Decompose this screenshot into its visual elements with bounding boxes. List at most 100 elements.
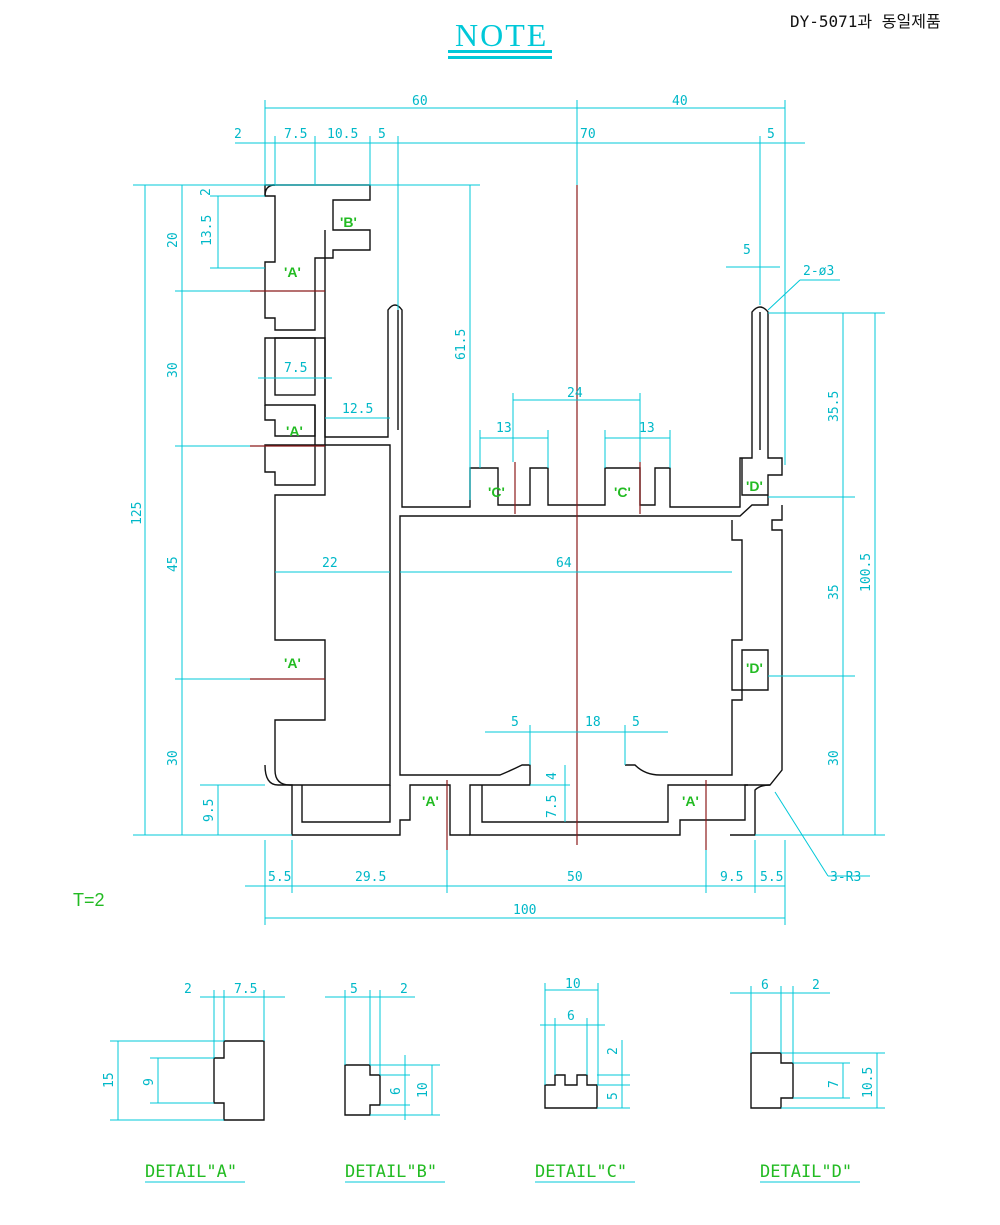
detail-b-dim-3: 6 bbox=[389, 1087, 404, 1095]
dim-30-right: 30 bbox=[827, 750, 842, 766]
profile-bottom-right bbox=[730, 784, 771, 836]
dim-24: 24 bbox=[567, 386, 583, 401]
detail-c-title: DETAIL"C" bbox=[535, 1162, 627, 1182]
dim-5-top-left: 5 bbox=[378, 127, 386, 142]
detail-d-dim-2: 2 bbox=[812, 978, 820, 993]
profile-left-column bbox=[264, 337, 391, 786]
detail-c: 10 6 2 5 DETAIL"C" bbox=[535, 977, 635, 1183]
dim-70: 70 bbox=[580, 127, 596, 142]
dim-35: 35 bbox=[827, 584, 842, 600]
dimension-lines bbox=[133, 100, 885, 925]
dim-13-left: 13 bbox=[496, 421, 512, 436]
main-profile bbox=[264, 184, 783, 836]
dim-9-5-left: 9.5 bbox=[202, 799, 217, 822]
detail-b: 5 2 6 10 DETAIL"B" bbox=[325, 982, 445, 1183]
profile-d-pocket-top bbox=[741, 458, 768, 496]
product-note: DY-5071과 동일제품 bbox=[790, 12, 941, 31]
dim-30-bottom: 30 bbox=[166, 750, 181, 766]
callout-labels: 'A' 'A' 'A' 'A' 'A' 'B' 'C' 'C' 'D' 'D' bbox=[284, 214, 763, 809]
dim-4: 4 bbox=[545, 772, 560, 780]
profile-right-inner bbox=[625, 520, 743, 776]
dim-5-inner-right: 5 bbox=[632, 715, 640, 730]
detail-a: 2 7.5 15 9 DETAIL"A" bbox=[102, 982, 285, 1183]
dim-5-top-right: 5 bbox=[767, 127, 775, 142]
dim-29-5: 29.5 bbox=[355, 870, 386, 885]
profile-slot-a bbox=[274, 337, 316, 396]
label-d-2: 'D' bbox=[746, 660, 763, 676]
detail-b-dim-4: 10 bbox=[416, 1082, 431, 1098]
label-a-2: 'A' bbox=[286, 423, 303, 439]
detail-a-dim-4: 9 bbox=[142, 1078, 157, 1086]
profile-top-left bbox=[264, 184, 371, 331]
dim-5-5-left: 5.5 bbox=[268, 870, 291, 885]
profile-bottom-middle bbox=[481, 784, 748, 823]
detail-a-title: DETAIL"A" bbox=[145, 1162, 237, 1182]
dim-18: 18 bbox=[585, 715, 601, 730]
center-lines bbox=[250, 185, 707, 850]
profile-body bbox=[324, 230, 783, 836]
label-a-4: 'A' bbox=[422, 793, 439, 809]
dim-5-right: 5 bbox=[743, 243, 751, 258]
detail-d: 6 2 7 10.5 DETAIL"D" bbox=[730, 978, 885, 1183]
label-a-3: 'A' bbox=[284, 655, 301, 671]
dim-7-5-top: 7.5 bbox=[284, 127, 307, 142]
dim-100: 100 bbox=[513, 903, 536, 918]
label-c-1: 'C' bbox=[488, 484, 505, 500]
profile-d-pocket-bottom bbox=[741, 649, 769, 691]
profile-bottom-pocket bbox=[301, 785, 391, 823]
note-underline bbox=[448, 50, 552, 53]
detail-d-dim-3: 7 bbox=[827, 1080, 842, 1088]
dim-125: 125 bbox=[130, 502, 145, 525]
detail-c-shape bbox=[544, 1074, 598, 1109]
label-a-5: 'A' bbox=[682, 793, 699, 809]
profile-slot-b bbox=[264, 405, 316, 437]
dim-30-top: 30 bbox=[166, 362, 181, 378]
detail-c-dim-3: 2 bbox=[606, 1047, 621, 1055]
detail-a-dim-3: 15 bbox=[102, 1072, 117, 1088]
profile-bottom-left bbox=[264, 764, 470, 836]
dim-64: 64 bbox=[556, 556, 572, 571]
note-title: NOTE bbox=[455, 17, 548, 53]
dim-9-5-bottom: 9.5 bbox=[720, 870, 743, 885]
detail-c-dim-4: 5 bbox=[606, 1092, 621, 1100]
dim-61-5: 61.5 bbox=[454, 329, 469, 360]
dim-22: 22 bbox=[322, 556, 338, 571]
detail-d-dim-1: 6 bbox=[761, 978, 769, 993]
detail-d-shape bbox=[750, 1052, 794, 1109]
profile-corner bbox=[264, 184, 276, 197]
dim-40: 40 bbox=[672, 94, 688, 109]
dim-13-right: 13 bbox=[639, 421, 655, 436]
note-underline-2 bbox=[448, 56, 552, 59]
detail-d-title: DETAIL"D" bbox=[760, 1162, 852, 1182]
detail-a-shape bbox=[213, 1040, 265, 1121]
detail-b-shape bbox=[344, 1064, 381, 1116]
dim-60: 60 bbox=[412, 94, 428, 109]
dim-50: 50 bbox=[567, 870, 583, 885]
dim-radius: 3-R3 bbox=[830, 870, 861, 885]
label-c-2: 'C' bbox=[614, 484, 631, 500]
dim-35-5: 35.5 bbox=[827, 391, 842, 422]
label-a-1: 'A' bbox=[284, 264, 301, 280]
detail-a-dim-1: 2 bbox=[184, 982, 192, 997]
dim-hole: 2-ø3 bbox=[803, 264, 834, 279]
label-d-1: 'D' bbox=[746, 478, 763, 494]
detail-b-dim-2: 2 bbox=[400, 982, 408, 997]
detail-b-dim-1: 5 bbox=[350, 982, 358, 997]
detail-c-dim-1: 10 bbox=[565, 977, 581, 992]
dim-7-5-inner: 7.5 bbox=[284, 361, 307, 376]
detail-b-title: DETAIL"B" bbox=[345, 1162, 437, 1182]
dim-20: 20 bbox=[166, 232, 181, 248]
dim-100-5: 100.5 bbox=[859, 553, 874, 592]
dim-2-left: 2 bbox=[199, 188, 214, 196]
dim-2-top: 2 bbox=[234, 127, 242, 142]
dimension-texts: 60 40 2 7.5 10.5 5 70 5 2 20 13.5 30 125… bbox=[130, 94, 874, 918]
detail-a-dim-2: 7.5 bbox=[234, 982, 257, 997]
dim-5-inner-left: 5 bbox=[511, 715, 519, 730]
detail-d-dim-4: 10.5 bbox=[861, 1067, 876, 1098]
dim-12-5: 12.5 bbox=[342, 402, 373, 417]
dim-45: 45 bbox=[166, 556, 181, 572]
dim-5-5-right: 5.5 bbox=[760, 870, 783, 885]
dim-7-5-low: 7.5 bbox=[545, 795, 560, 818]
detail-c-dim-2: 6 bbox=[567, 1009, 575, 1024]
